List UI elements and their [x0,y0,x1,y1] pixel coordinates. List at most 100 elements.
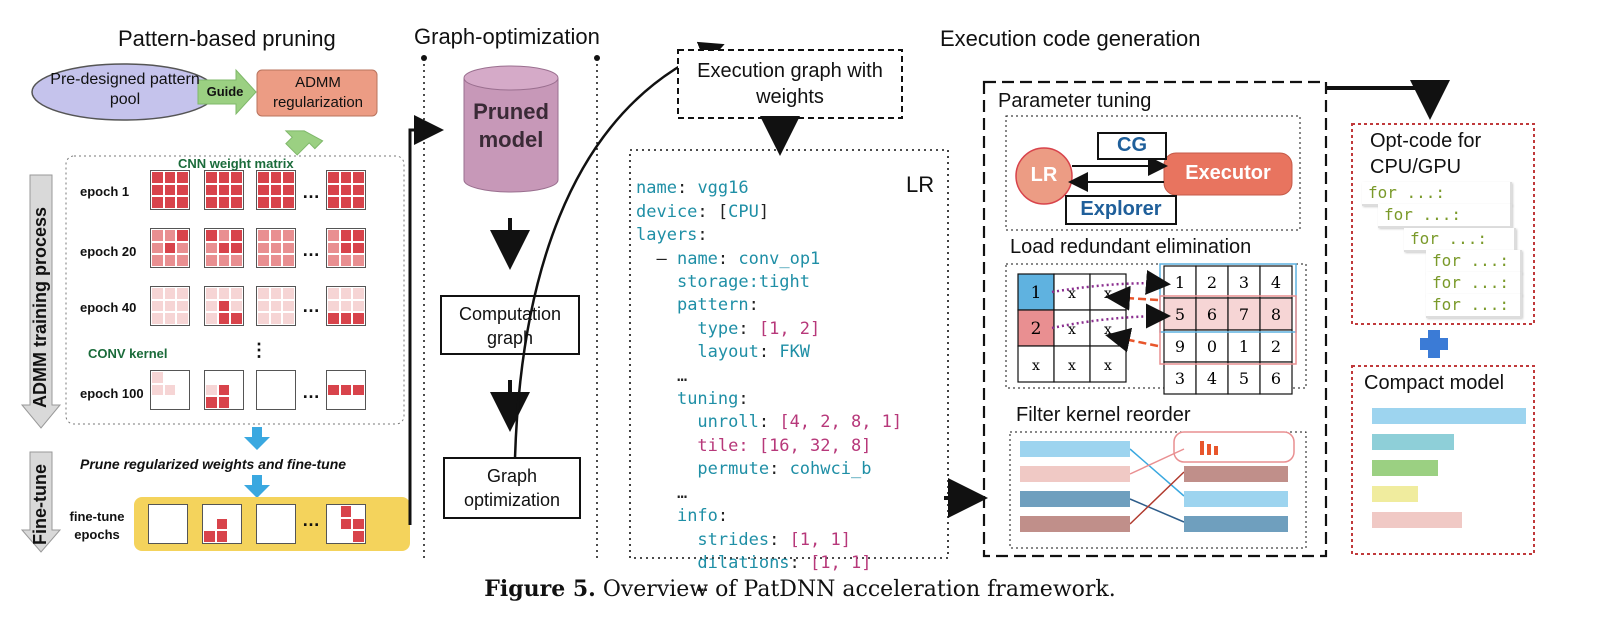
computation-graph-label: Computation graph [458,304,562,348]
lre-left-cell: x [1032,358,1040,374]
parameter-tuning-title: Parameter tuning [998,90,1152,112]
weight-matrix [326,286,366,326]
weight-matrix [150,286,190,326]
fkr-title: Filter kernel reorder [1016,404,1191,426]
lre-left-cell: x [1104,358,1112,374]
lre-right-cell: 6 [1207,305,1217,324]
ellipsis-4: … [302,382,320,402]
compact-bar [1372,486,1418,502]
graph-heading: Graph-optimization [414,24,600,49]
weight-matrix [204,228,244,268]
lre-right-cell: 7 [1239,305,1249,324]
opt-code-line: for ...: [1426,272,1522,296]
lre-right-cell: 1 [1175,273,1185,292]
finetune-epochs-label: fine-tune epochs [69,509,125,542]
lre-right-cell: 1 [1239,337,1249,356]
cg-label: CG [1117,134,1147,156]
weight-matrix [204,286,244,326]
lre-left-cell: x [1104,286,1112,302]
exec-graph-label: Execution graph with weights [697,60,883,108]
weight-matrix [326,504,366,544]
weight-matrix [256,228,296,268]
lre-left-cell: 1 [1031,283,1042,303]
opt-code-line: for ...: [1426,250,1522,274]
opt-code-line: for ...: [1426,294,1522,318]
conv-kernel-label: CONV kernel [88,346,168,361]
explorer-label: Explorer [1080,198,1162,220]
ellipsis-5: … [302,510,320,530]
figure-caption: Figure 5. Overview of PatDNN acceleratio… [0,576,1600,602]
admm-down-arrow [284,130,324,156]
epoch-40-label: epoch 40 [80,300,137,315]
compact-bar [1372,434,1454,450]
guide-label: Guide [206,84,244,99]
weight-matrix [256,504,296,544]
admm-label: ADMM regularization [272,74,364,111]
weight-matrix [202,504,242,544]
fkr-right-bar [1184,491,1288,507]
lre-right-cell: 9 [1175,337,1185,356]
compact-bar [1372,512,1462,528]
lre-left-cell: x [1068,358,1076,374]
weight-matrix [150,370,190,410]
fkr-left-bar [1020,516,1130,532]
lr-tuning-label: LR [1030,164,1058,186]
prune-caption: Prune regularized weights and fine-tune [80,456,347,472]
lre-right-cell: 5 [1175,305,1185,324]
weight-matrix [256,170,296,210]
lre-right-cell: 8 [1271,305,1281,324]
ellipsis-1: … [302,182,320,202]
lre-right-cell: 4 [1207,369,1217,388]
fkr-right-bar [1184,516,1288,532]
opt-code-title: Opt-code for CPU/GPU [1370,130,1482,178]
fkr-left-bar [1020,491,1130,507]
weight-matrix [326,228,366,268]
caption-label: Figure 5. [484,576,596,602]
lre-right-cell: 0 [1207,337,1217,356]
lre-right-cell: 6 [1271,369,1281,388]
lre-left-cell: x [1068,286,1076,302]
fkr-left-bar [1020,466,1130,482]
epoch-20-label: epoch 20 [80,244,137,259]
lre-right-cell: 4 [1271,273,1281,292]
lre-title: Load redundant elimination [1010,236,1252,258]
weight-matrix [204,370,244,410]
epoch-100-label: epoch 100 [80,386,144,401]
ellipsis-3: … [302,296,320,316]
lre-right-cell: 2 [1271,337,1281,356]
compact-model-title: Compact model [1364,372,1505,394]
weight-matrix [150,170,190,210]
admm-box [256,69,378,117]
weight-matrix [256,286,296,326]
pruned-model-cylinder [463,78,559,193]
ellipsis-2: … [302,240,320,260]
fkr-right-bar [1184,466,1288,482]
finetune-side-label: Fine-tune [30,464,50,545]
vertical-ellipsis: ⋮ [250,340,268,360]
lre-left-cell: 2 [1031,319,1042,339]
epoch-1-label: epoch 1 [80,184,130,199]
weight-matrix [150,228,190,268]
admm-training-label: ADMM training process [30,206,50,408]
lre-right-cell: 5 [1239,369,1249,388]
lr-code-label: LR [906,172,935,197]
weight-matrix [256,370,296,410]
weight-matrix [326,370,366,410]
opt-code-line: for ...: [1404,228,1516,252]
weight-matrix [326,170,366,210]
weight-matrix [204,170,244,210]
matrix-container [65,155,405,425]
matrix-title: CNN weight matrix [178,156,294,171]
lre-right-cell: 3 [1239,273,1249,292]
caption-text: Overview of PatDNN acceleration framewor… [595,577,1116,602]
graph-optimization-label: Graph optimization [463,466,561,510]
lre-right-cell: 3 [1175,369,1185,388]
pattern-pool-label: Pre-designed pattern pool [50,71,200,108]
guide-arrow [197,68,257,116]
opt-code-line: for ...: [1378,204,1512,228]
pruning-heading: Pattern-based pruning [118,26,336,51]
finetune-side-arrow [20,451,62,553]
lre-right-cell: 2 [1207,273,1217,292]
